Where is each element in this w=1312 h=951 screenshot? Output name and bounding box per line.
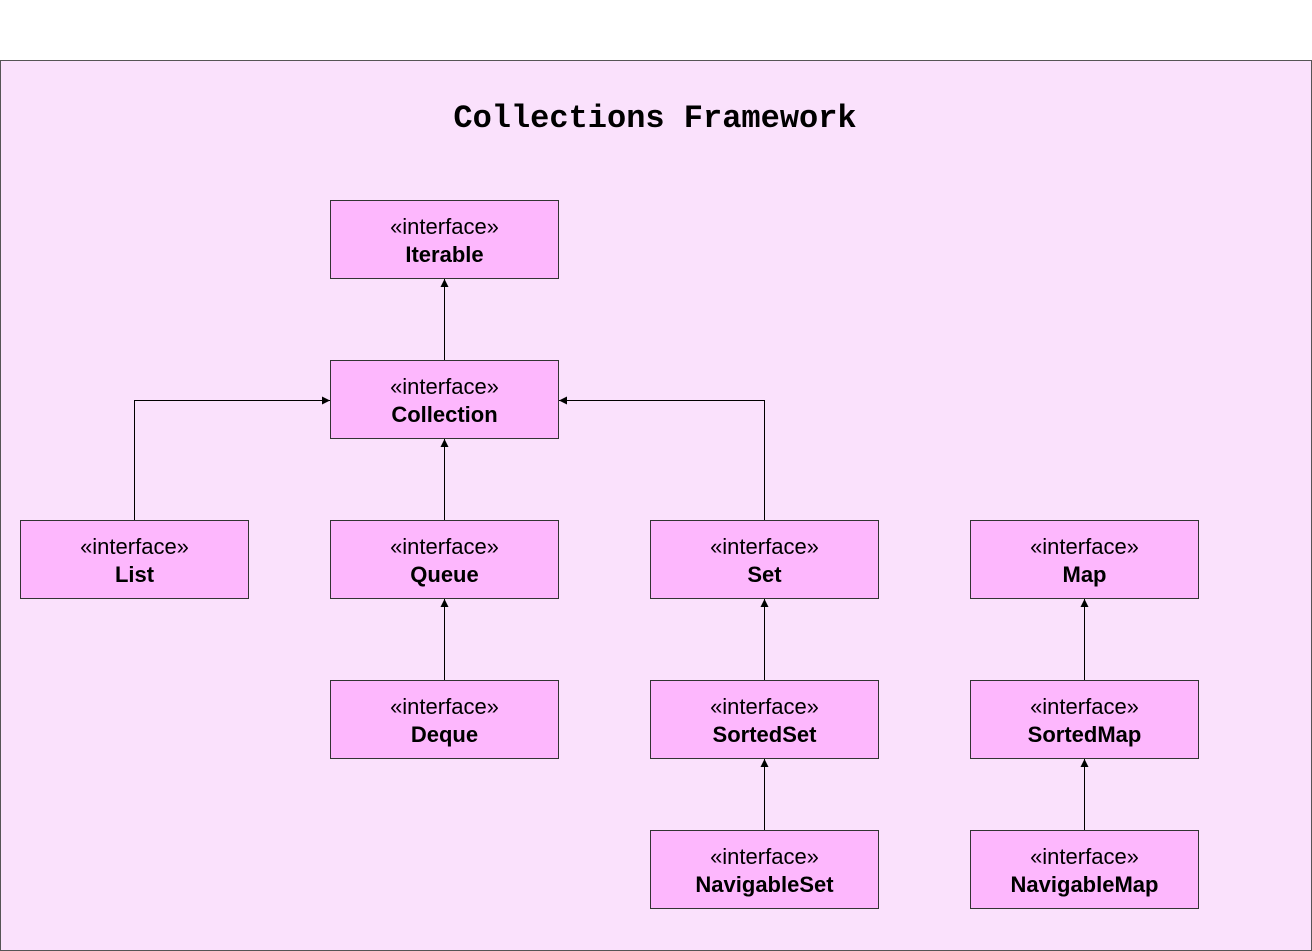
node-name: Map [1062,562,1107,587]
node-stereotype: «interface» [1030,844,1139,869]
node-name: NavigableSet [695,872,834,897]
node-stereotype: «interface» [80,534,189,559]
node-stereotype: «interface» [1030,694,1139,719]
node-stereotype: «interface» [390,534,499,559]
node-stereotype: «interface» [390,374,499,399]
node-stereotype: «interface» [710,534,819,559]
node-list[interactable]: «interface» List [20,520,249,599]
node-name: List [114,562,155,587]
diagram-frame [0,60,1312,951]
node-stereotype: «interface» [710,844,819,869]
node-sortedmap[interactable]: «interface» SortedMap [970,680,1199,759]
node-queue[interactable]: «interface» Queue [330,520,559,599]
node-stereotype: «interface» [390,694,499,719]
node-name: SortedMap [1027,722,1142,747]
node-iterable[interactable]: «interface» Iterable [330,200,559,279]
node-navigableset[interactable]: «interface» NavigableSet [650,830,879,909]
node-set[interactable]: «interface» Set [650,520,879,599]
node-sortedset[interactable]: «interface» SortedSet [650,680,879,759]
node-name: SortedSet [712,722,817,747]
node-name: Deque [410,722,479,747]
node-collection[interactable]: «interface» Collection [330,360,559,439]
diagram-title: Collections Framework [453,100,857,137]
node-stereotype: «interface» [710,694,819,719]
node-name: NavigableMap [1010,872,1159,897]
node-stereotype: «interface» [390,214,499,239]
node-name: Iterable [405,242,484,267]
node-map[interactable]: «interface» Map [970,520,1199,599]
node-name: Collection [391,402,498,427]
node-navigablemap[interactable]: «interface» NavigableMap [970,830,1199,909]
node-deque[interactable]: «interface» Deque [330,680,559,759]
node-name: Queue [410,562,479,587]
node-name: Set [747,562,782,587]
node-stereotype: «interface» [1030,534,1139,559]
